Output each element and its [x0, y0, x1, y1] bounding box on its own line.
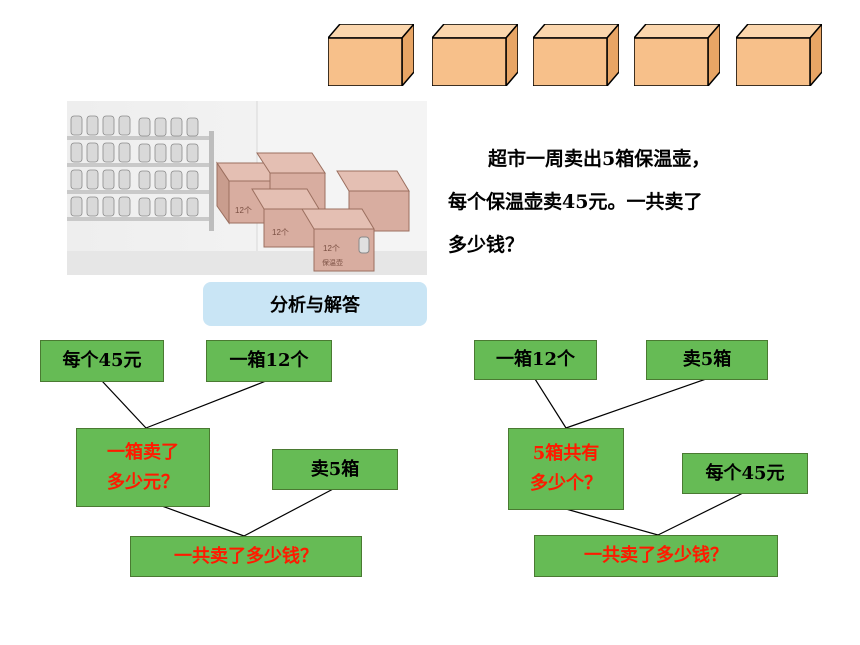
step-question-node: 5箱共有 多少个？ — [508, 428, 624, 510]
node-label: 一共卖了多少钱？ — [584, 545, 728, 566]
carton-box-icon — [533, 24, 619, 86]
node-label: 每个45元 — [705, 462, 785, 484]
node-label: 5箱共有 — [532, 443, 600, 464]
node-label: 卖5箱 — [682, 349, 732, 370]
analysis-button-label: 分析与解答 — [270, 295, 360, 316]
supermarket-illustration: 12个 12个 12个 保温壶 — [67, 101, 427, 275]
problem-line: 多少钱？ — [448, 234, 525, 256]
problem-line: 超市一周卖出5箱保温壶， — [488, 148, 711, 170]
node-label: 卖5箱 — [310, 458, 360, 480]
carton-label: 12个 — [323, 244, 340, 253]
known-price-node: 每个45元 — [682, 453, 808, 494]
thermos-shelf — [67, 115, 214, 231]
node-label: 多少个？ — [530, 473, 602, 494]
known-boxes-node: 卖5箱 — [646, 340, 768, 380]
carton-box-icon — [432, 24, 518, 86]
carton-box-icon — [736, 24, 822, 86]
problem-line: 每个保温壶卖45元。一共卖了 — [448, 191, 703, 213]
carton-box-icon — [328, 24, 414, 86]
node-label: 一箱12个 — [229, 350, 309, 371]
problem-statement: 超市一周卖出5箱保温壶， 每个保温壶卖45元。一共卖了 多少钱？ — [448, 138, 788, 267]
node-label: 一箱12个 — [495, 349, 576, 370]
known-per-box-node: 一箱12个 — [206, 340, 332, 382]
carton-label: 保温壶 — [322, 258, 343, 267]
analysis-button[interactable]: 分析与解答 — [203, 282, 427, 326]
known-price-node: 每个45元 — [40, 340, 164, 382]
open-cartons — [216, 152, 410, 272]
node-label: 一箱卖了 — [107, 441, 179, 463]
node-label: 多少元？ — [107, 471, 179, 493]
carton-label: 12个 — [235, 206, 252, 215]
final-question-node: 一共卖了多少钱？ — [534, 535, 778, 577]
final-question-node: 一共卖了多少钱？ — [130, 536, 362, 577]
node-label: 每个45元 — [62, 350, 142, 371]
known-boxes-node: 卖5箱 — [272, 449, 398, 490]
node-label: 一共卖了多少钱？ — [174, 545, 318, 567]
carton-box-icon — [634, 24, 720, 86]
known-per-box-node: 一箱12个 — [474, 340, 597, 380]
carton-label: 12个 — [272, 228, 289, 237]
step-question-node: 一箱卖了 多少元？ — [76, 428, 210, 507]
